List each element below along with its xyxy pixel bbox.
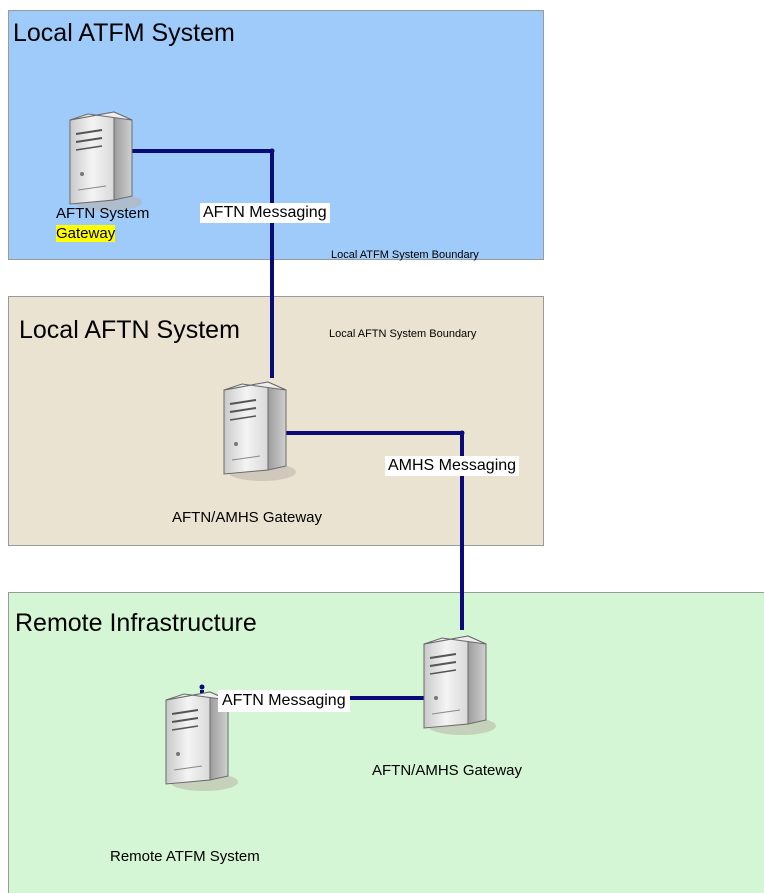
zone-title-remote: Remote Infrastructure: [15, 609, 257, 637]
zone-title-local-aftn: Local AFTN System: [19, 316, 240, 344]
node-label-remote-gateway: AFTN/AMHS Gateway: [372, 762, 523, 779]
server-icon[interactable]: [416, 628, 496, 738]
boundary-label-local-atfm: Local ATFM System Boundary: [331, 249, 479, 261]
local-aftn-system-zone: Local AFTN System Local AFTN System Boun…: [8, 296, 544, 546]
node-label-remote-atfm: Remote ATFM System: [110, 848, 260, 865]
link-label-amhs-messaging: AMHS Messaging: [385, 456, 520, 476]
boundary-label-local-aftn: Local AFTN System Boundary: [329, 328, 477, 340]
server-icon[interactable]: [216, 374, 296, 484]
remote-infrastructure-zone: Remote Infrastructure: [8, 592, 764, 893]
node-label-aftn-system: AFTN System: [56, 205, 150, 222]
node-label-gateway-highlight: Gateway: [56, 225, 116, 242]
node-label-local-gateway: AFTN/AMHS Gateway: [172, 509, 323, 526]
server-icon[interactable]: [62, 104, 142, 214]
link-label-aftn-messaging-remote: AFTN Messaging: [218, 690, 350, 712]
zone-title-local-atfm: Local ATFM System: [13, 19, 235, 47]
link-label-aftn-messaging-top: AFTN Messaging: [200, 203, 330, 223]
